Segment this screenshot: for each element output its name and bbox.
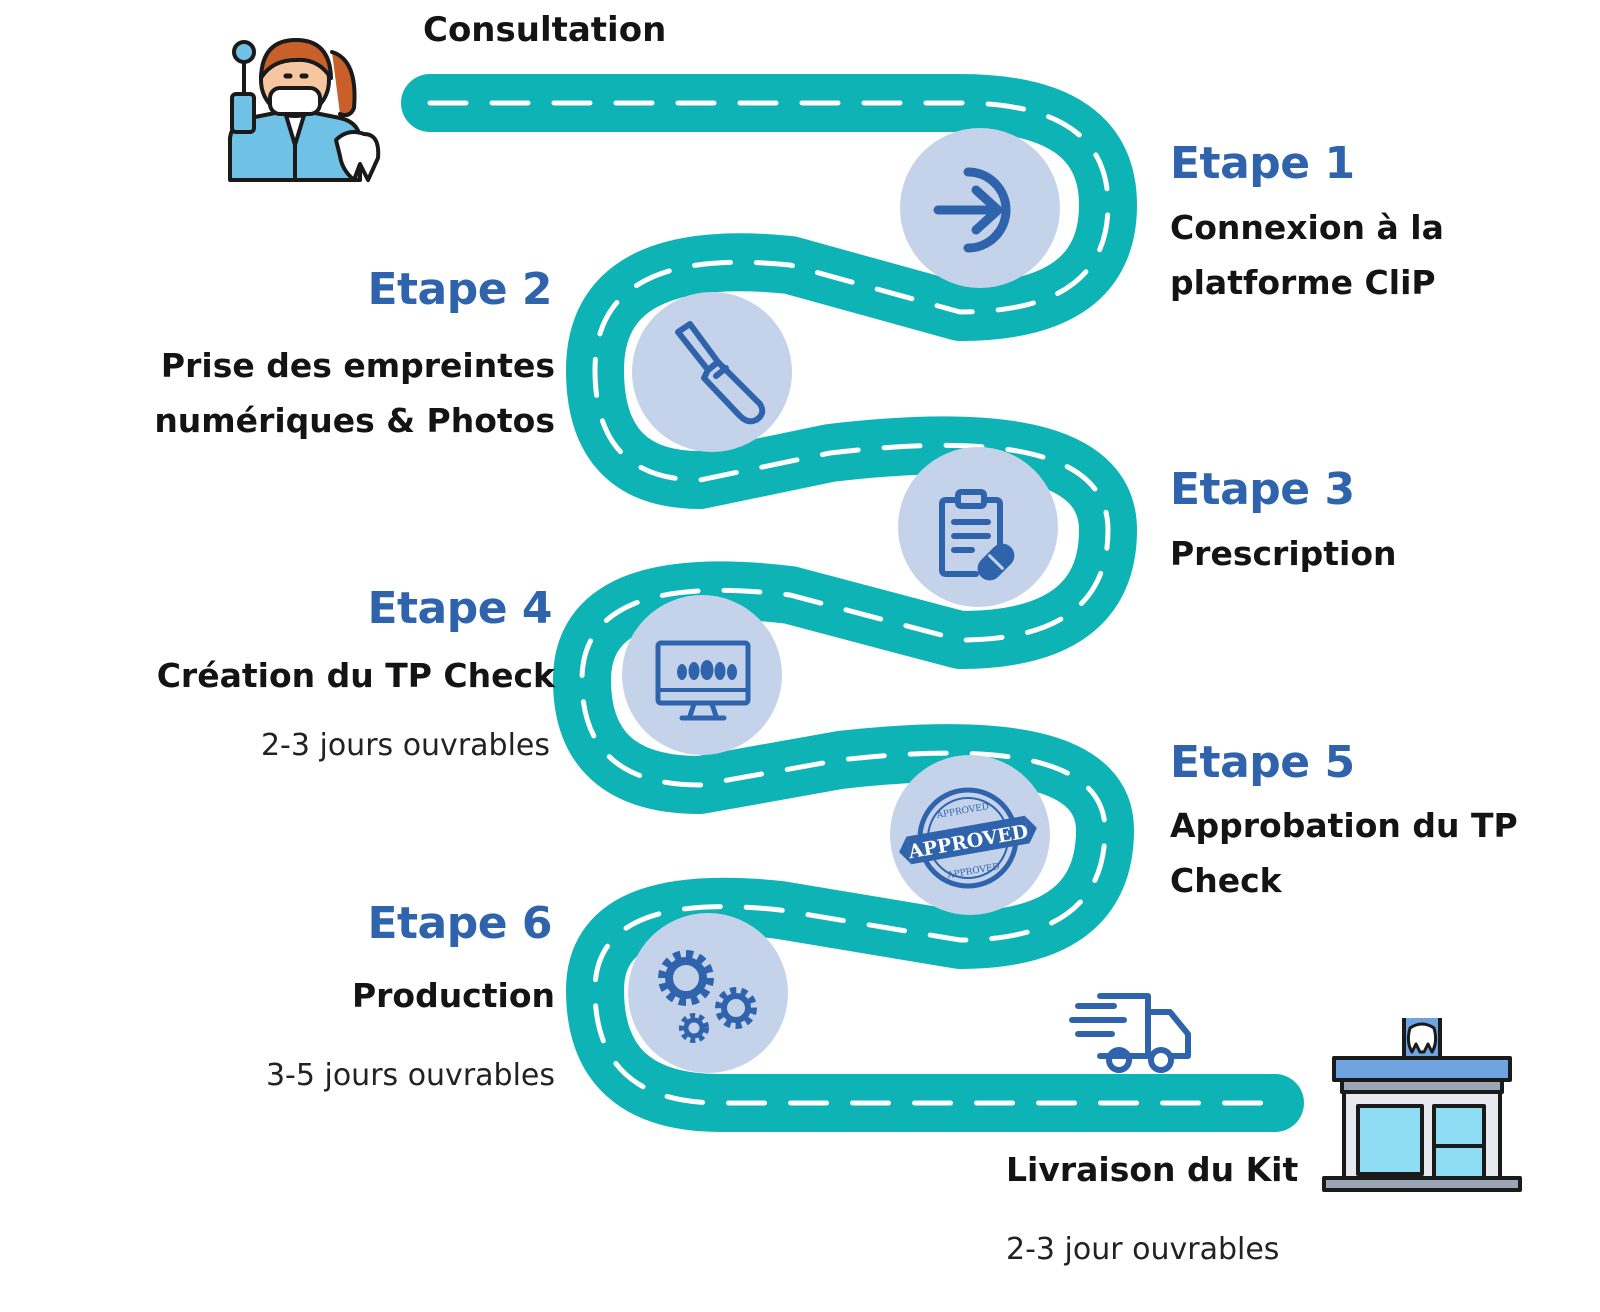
step-1-description: Connexion à la platforme CliP	[1170, 200, 1444, 310]
step-1-line-2: platforme CliP	[1170, 263, 1436, 302]
step-circle-6	[628, 913, 788, 1073]
step-circle-2	[632, 292, 792, 452]
step-4-description: Création du TP Check	[157, 648, 555, 703]
step-circle-1	[900, 128, 1060, 288]
step-circle-4	[622, 595, 782, 755]
login-arrow-icon	[933, 167, 1011, 253]
step-2-title: Etape 2	[367, 264, 552, 315]
step-6-title: Etape 6	[367, 898, 552, 949]
monitor-teeth-icon	[655, 640, 751, 721]
step-circle-5: APPROVED APPROVED APPROVED	[890, 755, 1050, 915]
dentist-icon	[228, 38, 381, 182]
road-center-dashes	[427, 100, 1278, 1106]
step-5-line-1: Approbation du TP	[1170, 806, 1518, 845]
step-2-description: Prise des empreintes numériques & Photos	[154, 338, 555, 448]
step-3-description: Prescription	[1170, 526, 1397, 581]
step-1-title: Etape 1	[1170, 138, 1355, 189]
step-circle-3	[898, 447, 1058, 607]
end-duration: 2-3 jour ouvrables	[1006, 1232, 1280, 1267]
step-5-title: Etape 5	[1170, 737, 1355, 788]
step-3-line-1: Prescription	[1170, 534, 1397, 573]
intraoral-scanner-icon	[675, 321, 766, 425]
step-6-line-1: Production	[351, 976, 555, 1015]
step-2-line-1: Prise des empreintes	[160, 346, 555, 385]
prescription-clipboard-icon	[939, 489, 1015, 581]
road-body	[401, 74, 1304, 1132]
step-4-title: Etape 4	[367, 583, 552, 634]
end-label: Livraison du Kit	[1006, 1150, 1299, 1189]
delivery-truck-icon	[1069, 993, 1191, 1073]
step-4-line-1: Création du TP Check	[156, 656, 555, 695]
step-6-duration: 3-5 jours ouvrables	[265, 1058, 555, 1093]
start-label: Consultation	[423, 10, 667, 50]
dental-lab-building-icon	[1322, 1018, 1522, 1192]
step-5-line-2: Check	[1170, 861, 1282, 900]
step-3-title: Etape 3	[1170, 464, 1355, 515]
step-6-description: Production	[352, 968, 555, 1023]
step-4-duration: 2-3 jours ouvrables	[260, 728, 550, 763]
gears-icon	[658, 950, 757, 1043]
step-2-line-2: numériques & Photos	[154, 401, 555, 440]
step-5-description: Approbation du TP Check	[1170, 798, 1518, 908]
step-1-line-1: Connexion à la	[1170, 208, 1444, 247]
